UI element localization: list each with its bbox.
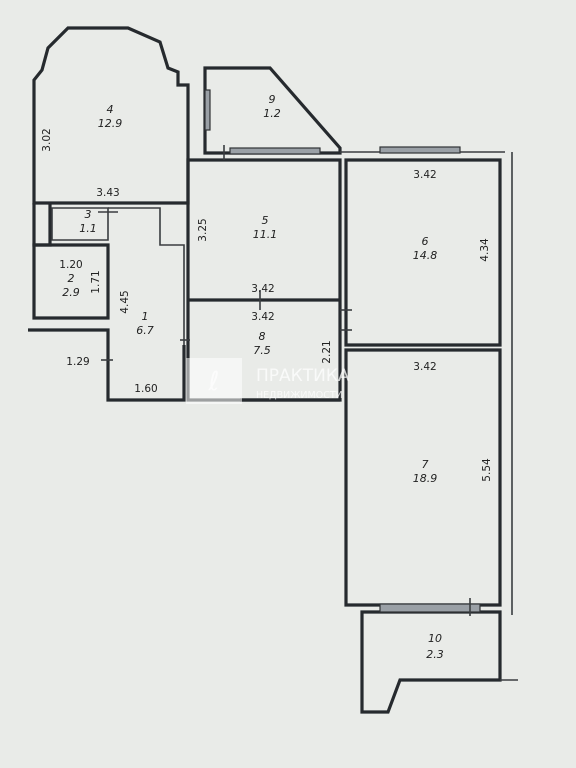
- dim-room1-width: 1.60: [134, 383, 157, 395]
- room-4-area: 12.9: [98, 117, 123, 130]
- room-2-area: 2.9: [62, 286, 80, 299]
- dim-room8-height: 2.21: [321, 340, 333, 363]
- windows: [204, 89, 481, 613]
- dim-room4-width: 3.43: [96, 187, 119, 199]
- dim-room1-height: 4.45: [119, 290, 131, 313]
- dim-room8-width: 3.42: [251, 311, 274, 323]
- watermark-logo: [186, 358, 242, 404]
- dim-room2-height: 1.71: [90, 270, 102, 293]
- walls: [28, 26, 518, 714]
- room-2-number: 2: [68, 272, 75, 285]
- watermark-logo-mark: ℓ: [208, 367, 220, 397]
- room-8-area: 7.5: [253, 344, 271, 357]
- room-4-number: 4: [107, 103, 114, 116]
- room-1-number: 1: [142, 310, 149, 323]
- room-6-number: 6: [422, 235, 429, 248]
- room-labels: 4 12.9 9 1.2 3 1.1 5 11.1 6 14.8 2 2.9 1…: [62, 93, 444, 661]
- watermark: ℓ ПРАКТИКА НЕДВИЖИМОСТИ: [186, 358, 350, 404]
- dimension-labels: 3.02 3.43 3.25 3.42 3.42 4.34 3.42 2.21 …: [41, 128, 493, 481]
- dim-room5-width: 3.42: [251, 283, 274, 295]
- room-9-area: 1.2: [263, 107, 281, 120]
- room-6-area: 14.8: [413, 249, 438, 262]
- dim-room7-height: 5.54: [481, 458, 493, 482]
- room-5-area: 11.1: [253, 228, 278, 241]
- room-7-number: 7: [422, 458, 429, 471]
- room-3-area: 1.1: [79, 222, 97, 235]
- door-marks: [98, 145, 471, 616]
- dim-room6-top-width: 3.42: [413, 169, 436, 181]
- room-7-area: 18.9: [413, 472, 438, 485]
- room-9-number: 9: [269, 93, 276, 106]
- dim-entry-width: 1.29: [66, 356, 89, 368]
- room-3-number: 3: [85, 208, 92, 221]
- room-5-number: 5: [262, 214, 269, 227]
- dim-room4-height: 3.02: [41, 128, 53, 151]
- dim-room2-width: 1.20: [59, 259, 82, 271]
- dim-room7-width: 3.42: [413, 361, 436, 373]
- room-10-area: 2.3: [426, 648, 444, 661]
- dim-room6-height: 4.34: [479, 238, 491, 262]
- room-10-number: 10: [428, 632, 442, 645]
- room-8-number: 8: [259, 330, 266, 343]
- room-1-area: 6.7: [136, 324, 154, 337]
- watermark-subtitle: НЕДВИЖИМОСТИ: [256, 390, 343, 401]
- watermark-brand: ПРАКТИКА: [256, 366, 350, 386]
- dim-room5-height: 3.25: [197, 218, 209, 241]
